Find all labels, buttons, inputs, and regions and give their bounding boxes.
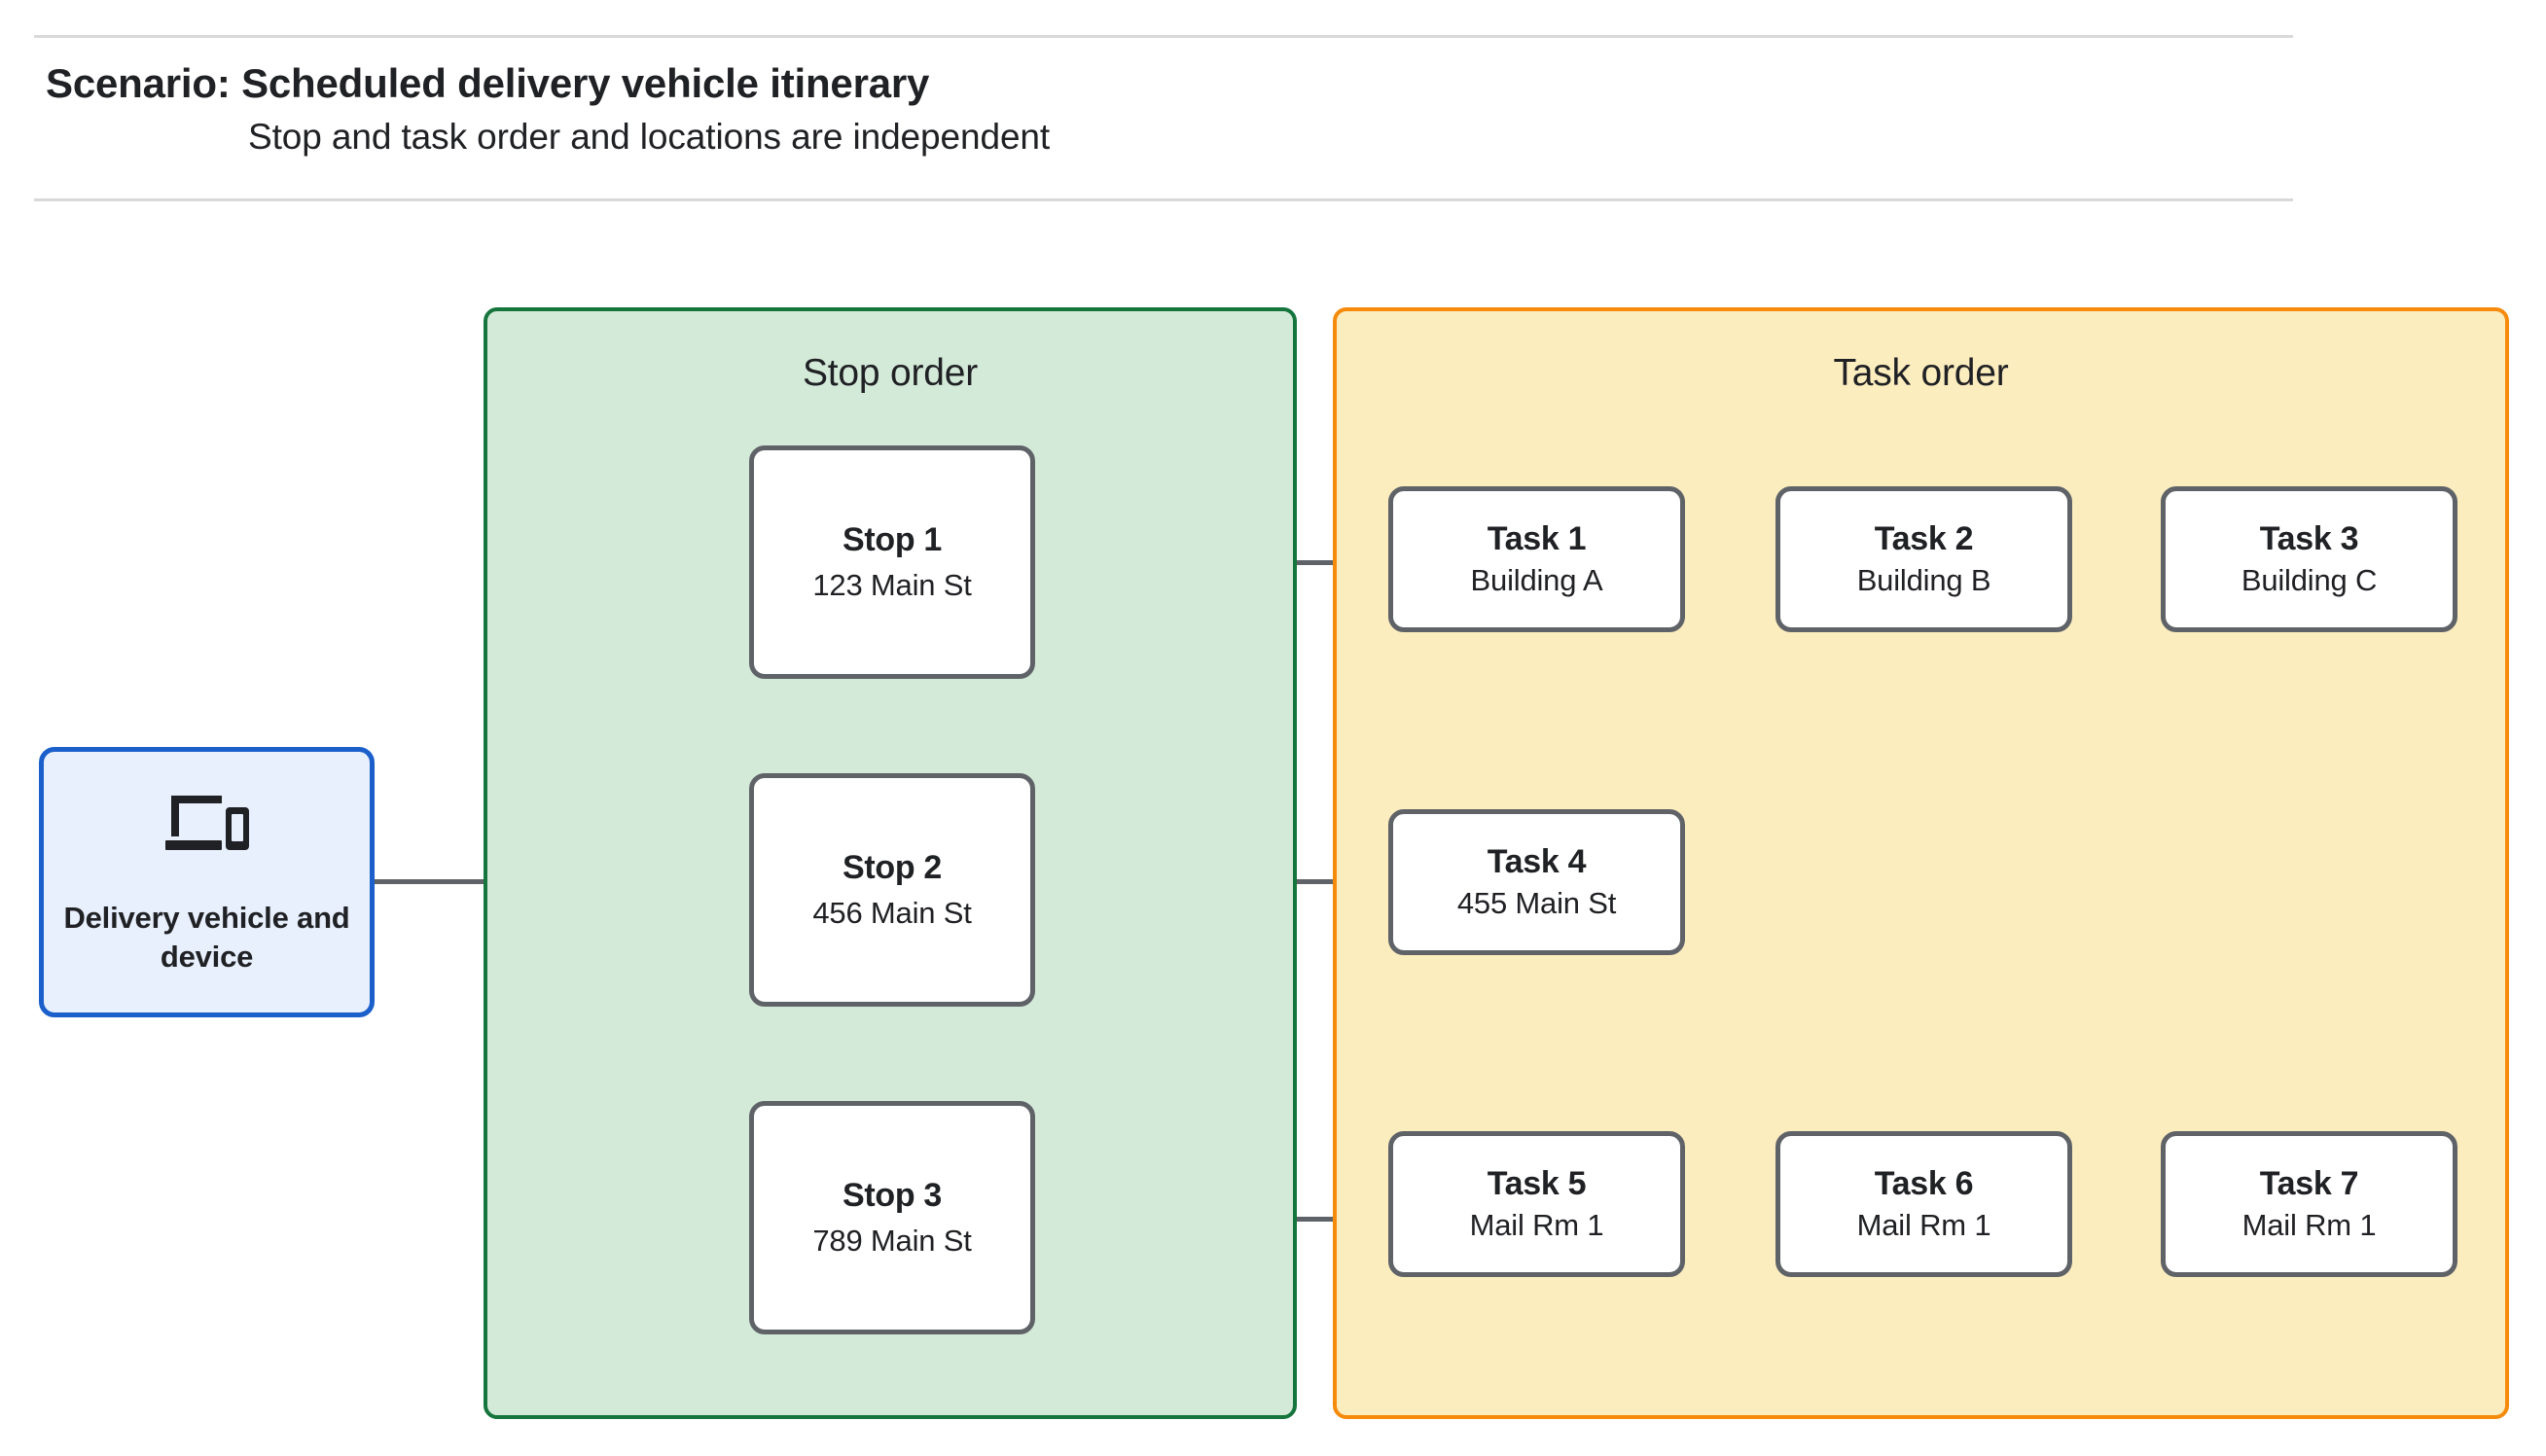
task-node-5[interactable]: Task 5 Mail Rm 1 <box>1388 1131 1685 1277</box>
devices-icon <box>164 795 249 850</box>
header-divider-top <box>34 35 2293 38</box>
stop-node-title: Stop 2 <box>842 848 943 886</box>
task-node-1[interactable]: Task 1 Building A <box>1388 486 1685 632</box>
task-node-location: 455 Main St <box>1456 885 1617 920</box>
page-subtitle: Stop and task order and locations are in… <box>248 117 1051 157</box>
task-node-title: Task 7 <box>2259 1165 2359 1203</box>
task-node-7[interactable]: Task 7 Mail Rm 1 <box>2161 1131 2457 1277</box>
connector-device-to-trunk <box>374 879 556 884</box>
task-node-4[interactable]: Task 4 455 Main St <box>1388 809 1685 955</box>
task-node-title: Task 5 <box>1487 1165 1587 1203</box>
task-node-6[interactable]: Task 6 Mail Rm 1 <box>1775 1131 2072 1277</box>
task-order-group-title: Task order <box>1833 352 2009 394</box>
stop-node-location: 123 Main St <box>812 568 972 603</box>
stop-node-location: 456 Main St <box>812 896 972 931</box>
task-node-location: Mail Rm 1 <box>1469 1207 1604 1242</box>
page-title: Scenario: Scheduled delivery vehicle iti… <box>46 60 930 106</box>
task-node-2[interactable]: Task 2 Building B <box>1775 486 2072 632</box>
task-node-title: Task 3 <box>2259 520 2359 558</box>
task-node-title: Task 1 <box>1487 520 1587 558</box>
stop-node-title: Stop 1 <box>842 520 943 558</box>
task-node-location: Building A <box>1470 562 1603 597</box>
delivery-vehicle-and-device-node[interactable]: Delivery vehicle and device <box>39 747 375 1017</box>
task-node-title: Task 6 <box>1874 1165 1974 1203</box>
stop-node-2[interactable]: Stop 2 456 Main St <box>749 773 1035 1007</box>
task-node-location: Building B <box>1856 562 1991 597</box>
task-node-location: Mail Rm 1 <box>2241 1207 2377 1242</box>
stop-node-title: Stop 3 <box>842 1176 943 1214</box>
device-node-label: Delivery vehicle and device <box>63 900 350 974</box>
task-node-location: Building C <box>2241 562 2378 597</box>
task-node-location: Mail Rm 1 <box>1856 1207 1991 1242</box>
stop-node-location: 789 Main St <box>812 1224 972 1259</box>
stop-node-1[interactable]: Stop 1 123 Main St <box>749 445 1035 679</box>
stop-order-group-title: Stop order <box>802 352 979 394</box>
stop-node-3[interactable]: Stop 3 789 Main St <box>749 1101 1035 1334</box>
header-divider-bottom <box>34 198 2293 201</box>
task-node-title: Task 4 <box>1487 843 1587 881</box>
task-node-title: Task 2 <box>1874 520 1974 558</box>
task-node-3[interactable]: Task 3 Building C <box>2161 486 2457 632</box>
